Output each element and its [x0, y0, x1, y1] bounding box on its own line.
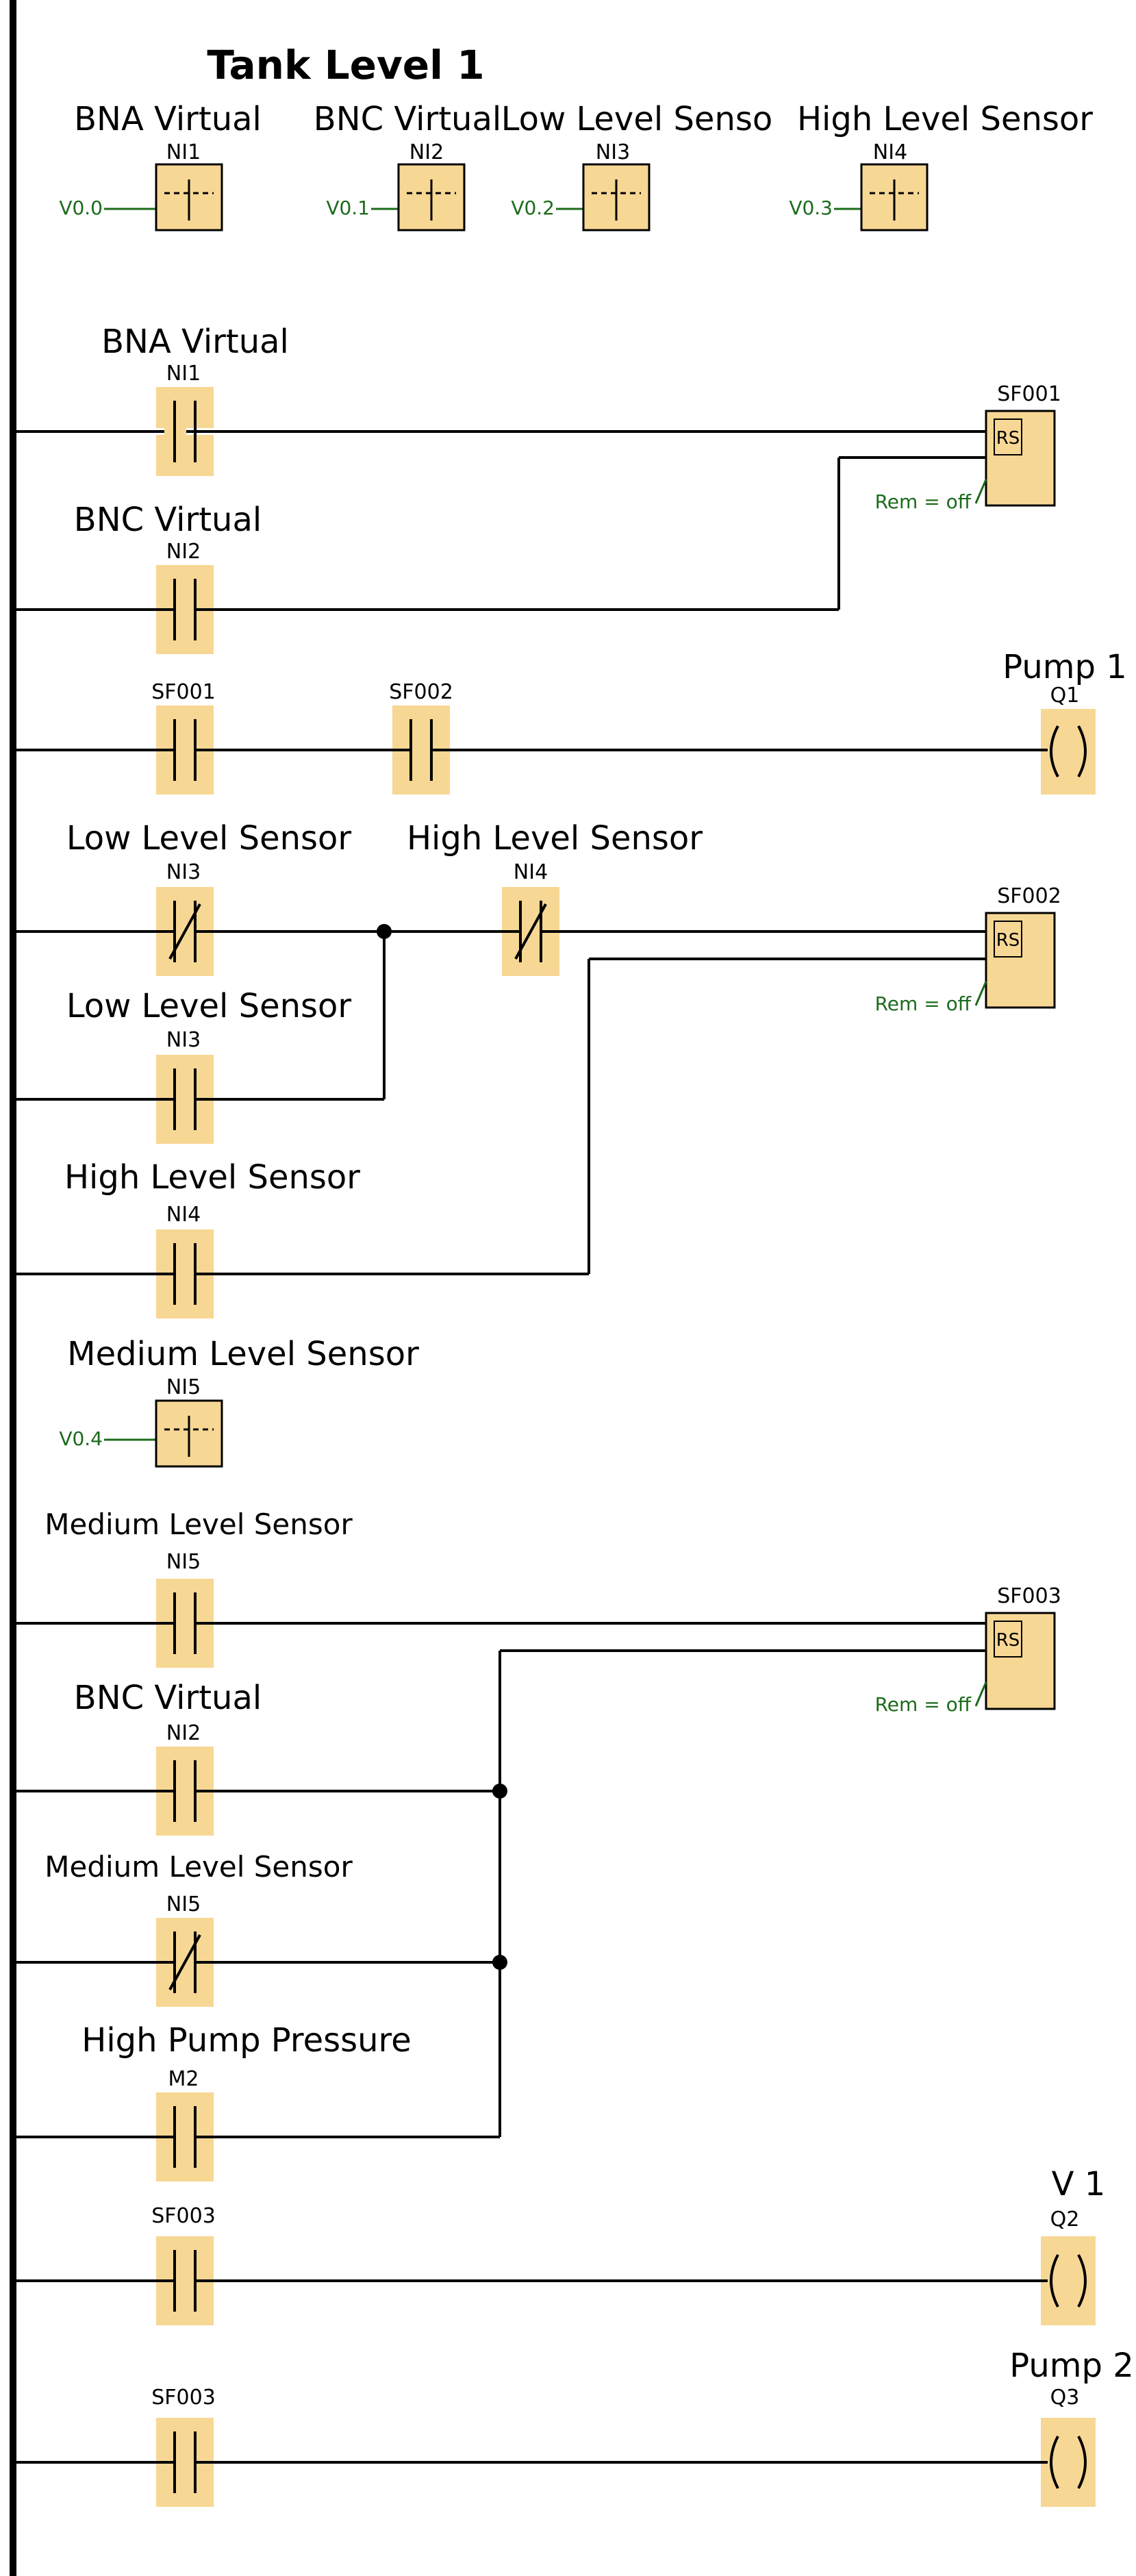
- contact-tag: NI2: [166, 1721, 201, 1745]
- contact-label: Medium Level Sensor: [45, 1850, 353, 1884]
- function-block-param: Rem = off: [875, 490, 972, 513]
- coil-block: [1041, 709, 1096, 795]
- contact-tag: NI1: [166, 362, 201, 386]
- coil-tag: Q2: [1050, 2208, 1080, 2231]
- function-block-type: RS: [996, 428, 1020, 449]
- contact-tag: SF001: [151, 680, 216, 704]
- virtual-input-label: Low Level Senso: [501, 100, 773, 138]
- contact-no[interactable]: [156, 565, 214, 654]
- contact-nc[interactable]: [502, 887, 559, 976]
- contact-no[interactable]: [156, 2418, 214, 2507]
- virtual-input-address: V0.2: [511, 197, 555, 219]
- contact-no[interactable]: [156, 2236, 214, 2325]
- rung-9: Medium Level Sensor NI5: [16, 1850, 507, 2007]
- contact-tag: NI3: [166, 860, 201, 884]
- contact-tag: NI2: [166, 540, 201, 564]
- virtual-input-address: V0.4: [59, 1427, 103, 1450]
- contact-tag: SF003: [151, 2204, 216, 2228]
- contact-label: High Level Sensor: [64, 1158, 360, 1197]
- function-block-tag: SF002: [997, 884, 1061, 908]
- contact-label: Low Level Sensor: [66, 987, 352, 1025]
- virtual-input-label: High Level Sensor: [797, 100, 1093, 138]
- contact-label: BNC Virtual: [74, 501, 262, 539]
- contact-tag: M2: [168, 2067, 199, 2091]
- contact-tag: NI3: [166, 1028, 201, 1052]
- virtual-input-address: V0.1: [326, 197, 370, 219]
- virtual-input-label: BNA Virtual: [74, 100, 262, 138]
- virtual-input-bna[interactable]: BNA Virtual NI1 V0.0: [59, 100, 262, 232]
- contact-tag: NI5: [166, 1892, 201, 1916]
- rung-11: SF003: [16, 2204, 1041, 2325]
- function-block-type: RS: [996, 1630, 1020, 1651]
- virtual-input-high-level[interactable]: High Level Sensor NI4 V0.3: [789, 100, 1093, 232]
- virtual-input-label: BNC Virtual: [314, 100, 501, 138]
- power-rail: [10, 0, 16, 2576]
- contact-label: High Level Sensor: [407, 819, 703, 858]
- function-block-sf003[interactable]: SF003 RS Rem = off: [875, 1584, 1061, 1716]
- rung-5: Low Level Sensor NI3: [16, 931, 386, 1144]
- contact-tag: SF002: [389, 680, 453, 704]
- contact-tag: SF003: [151, 2386, 216, 2410]
- rung-12: SF003: [16, 2386, 1041, 2507]
- function-block-type: RS: [996, 930, 1020, 951]
- contact-label: High Pump Pressure: [81, 2021, 412, 2060]
- rung-7: Medium Level Sensor NI5: [16, 1508, 996, 1668]
- function-block-sf001[interactable]: SF001 RS Rem = off: [875, 382, 1061, 513]
- contact-no[interactable]: [156, 2092, 214, 2181]
- function-block-tag: SF001: [997, 382, 1061, 406]
- virtual-input-tag: NI4: [873, 140, 907, 164]
- function-block-param: Rem = off: [875, 992, 972, 1015]
- contact-no[interactable]: [156, 1229, 214, 1318]
- rung-10: High Pump Pressure M2: [16, 1649, 996, 2181]
- virtual-input-tag: NI3: [596, 140, 630, 164]
- coil-tag: Q3: [1050, 2386, 1080, 2410]
- rung-4: Low Level Sensor NI3 High Level Sensor N…: [16, 819, 996, 976]
- contact-no[interactable]: [156, 1579, 214, 1668]
- contact-no[interactable]: [156, 1747, 214, 1836]
- virtual-input-tag: NI1: [166, 140, 201, 164]
- contact-no[interactable]: [156, 705, 214, 795]
- coil-label: Pump 2: [1009, 2347, 1134, 2385]
- contact-tag: NI4: [166, 1203, 201, 1227]
- rung-1: BNA Virtual NI1: [16, 323, 996, 476]
- contact-no[interactable]: [156, 387, 214, 476]
- coil-block: [1041, 2236, 1096, 2325]
- function-block-sf002[interactable]: SF002 RS Rem = off: [875, 884, 1061, 1015]
- coil-q1[interactable]: Pump 1 Q1: [1002, 648, 1127, 795]
- contact-no[interactable]: [156, 1055, 214, 1144]
- contact-tag: NI5: [166, 1550, 201, 1574]
- rung-3: SF001 SF002: [16, 680, 1041, 795]
- virtual-input-low-level[interactable]: Low Level Senso NI3 V0.2: [501, 100, 773, 232]
- virtual-input-bnc[interactable]: BNC Virtual NI2 V0.1: [314, 100, 501, 232]
- virtual-input-medium-level[interactable]: Medium Level Sensor NI5 V0.4: [59, 1335, 419, 1468]
- coil-tag: Q1: [1050, 684, 1080, 708]
- contact-label: Medium Level Sensor: [45, 1508, 353, 1541]
- contact-label: Low Level Sensor: [66, 819, 352, 858]
- function-block-tag: SF003: [997, 1584, 1061, 1608]
- contact-label: BNA Virtual: [101, 323, 289, 361]
- contact-label: BNC Virtual: [74, 1679, 262, 1717]
- rung-8: BNC Virtual NI2: [16, 1679, 507, 1836]
- coil-label: Pump 1: [1002, 648, 1127, 686]
- virtual-input-address: V0.3: [789, 197, 833, 219]
- rung-6: High Level Sensor NI4: [16, 958, 996, 1318]
- function-block-param: Rem = off: [875, 1693, 972, 1716]
- coil-label: V 1: [1052, 2165, 1106, 2203]
- coil-q3[interactable]: Pump 2 Q3: [1009, 2347, 1134, 2507]
- contact-nc[interactable]: [156, 1918, 214, 2007]
- page-title: Tank Level 1: [207, 42, 484, 88]
- virtual-input-address: V0.0: [59, 197, 103, 219]
- contact-nc[interactable]: [156, 887, 214, 976]
- rung-2: BNC Virtual NI2: [16, 456, 996, 654]
- contact-no[interactable]: [392, 705, 450, 795]
- virtual-input-label: Medium Level Sensor: [67, 1335, 419, 1373]
- contact-tag: NI4: [514, 860, 548, 884]
- virtual-input-tag: NI2: [409, 140, 444, 164]
- coil-block: [1041, 2418, 1096, 2507]
- coil-q2[interactable]: V 1 Q2: [1041, 2165, 1105, 2325]
- virtual-input-tag: NI5: [166, 1375, 201, 1399]
